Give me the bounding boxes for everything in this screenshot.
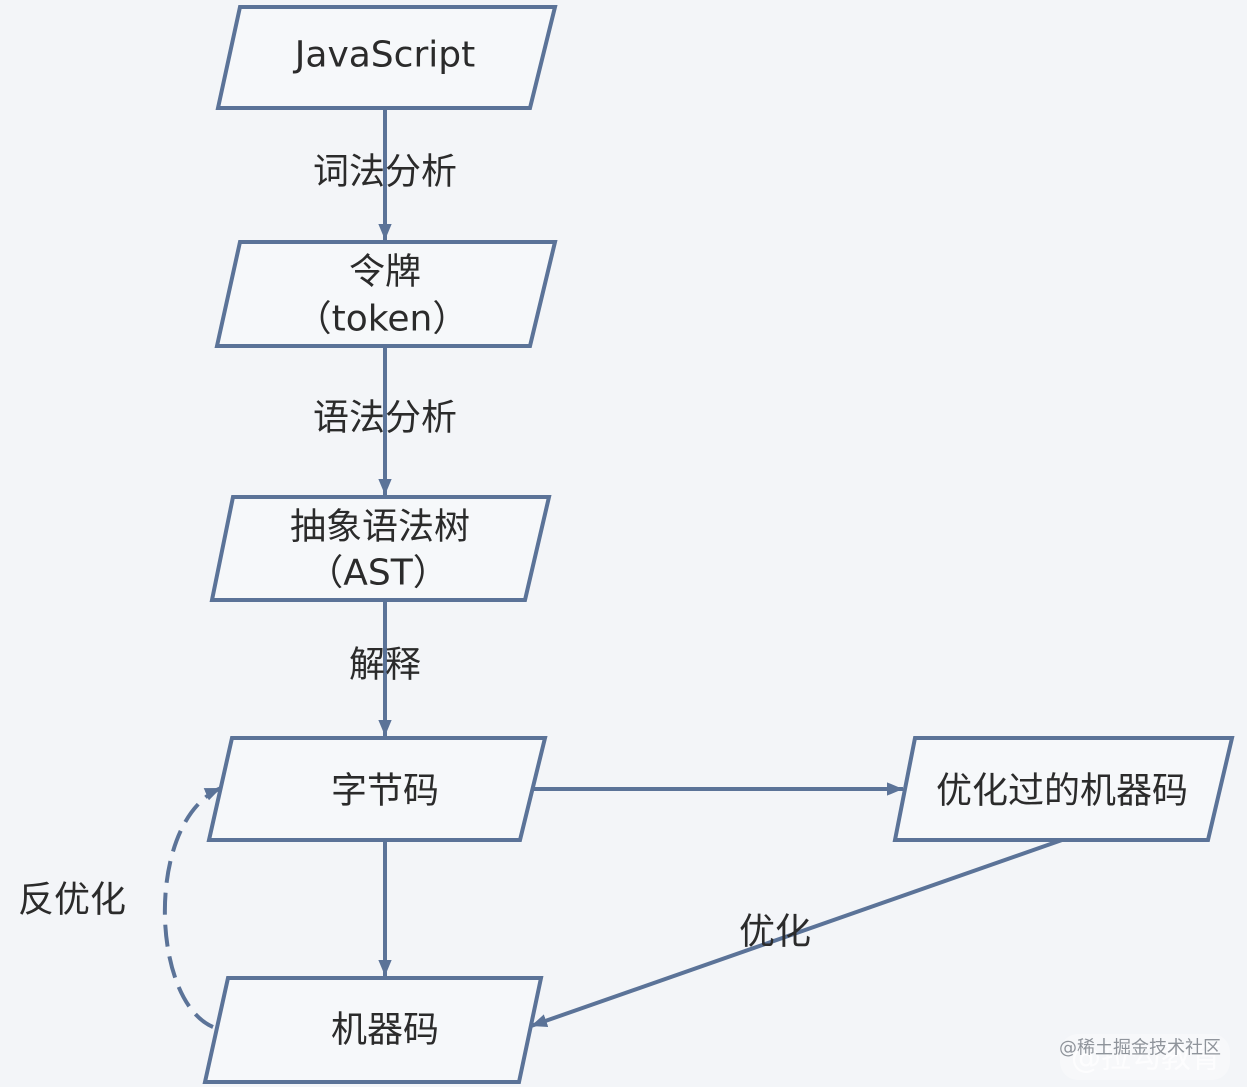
node-ast: 抽象语法树 （AST） <box>209 495 552 602</box>
node-optimized-shape <box>892 736 1235 842</box>
watermark-secondary: @拉勾教育 <box>1071 1041 1221 1076</box>
node-optimized-label: 优化过的机器码 <box>936 771 1188 812</box>
node-token: 令牌 （token） <box>214 240 558 348</box>
watermark-backdrop <box>1060 1034 1230 1080</box>
edge-label-optimize: 优化 <box>739 912 811 953</box>
watermark-primary: @稀土掘金技术社区 <box>1059 1038 1221 1059</box>
edge-optimized-to-machine <box>530 838 1063 1028</box>
edge-label-syntax-analysis: 语法分析 <box>313 398 457 439</box>
node-bytecode-label: 字节码 <box>331 771 439 812</box>
node-machine-label: 机器码 <box>331 1010 439 1051</box>
node-bytecode: 字节码 <box>206 736 548 842</box>
edge-label-interpret: 解释 <box>349 645 421 686</box>
node-javascript-shape <box>215 5 558 110</box>
node-machine-shape <box>202 976 544 1084</box>
node-machine-code: 机器码 <box>202 976 544 1084</box>
node-ast-label-line2: （AST） <box>307 553 448 594</box>
node-javascript: JavaScript <box>215 5 558 110</box>
node-javascript-label: JavaScript <box>293 35 475 76</box>
edge-label-deoptimize: 反优化 <box>18 880 126 921</box>
edge-label-lexical-analysis: 词法分析 <box>313 152 457 193</box>
edge-machine-to-bytecode-dashed <box>162 786 222 1029</box>
node-optimized-machine-code: 优化过的机器码 <box>892 736 1235 842</box>
node-bytecode-shape <box>206 736 548 842</box>
node-ast-label-line1: 抽象语法树 <box>290 507 470 548</box>
node-token-label-line2: （token） <box>296 299 469 340</box>
watermark: @拉勾教育 @稀土掘金技术社区 <box>1059 1034 1230 1080</box>
node-token-label-line1: 令牌 <box>349 252 421 293</box>
node-token-shape <box>214 240 558 348</box>
node-ast-shape <box>209 495 552 602</box>
